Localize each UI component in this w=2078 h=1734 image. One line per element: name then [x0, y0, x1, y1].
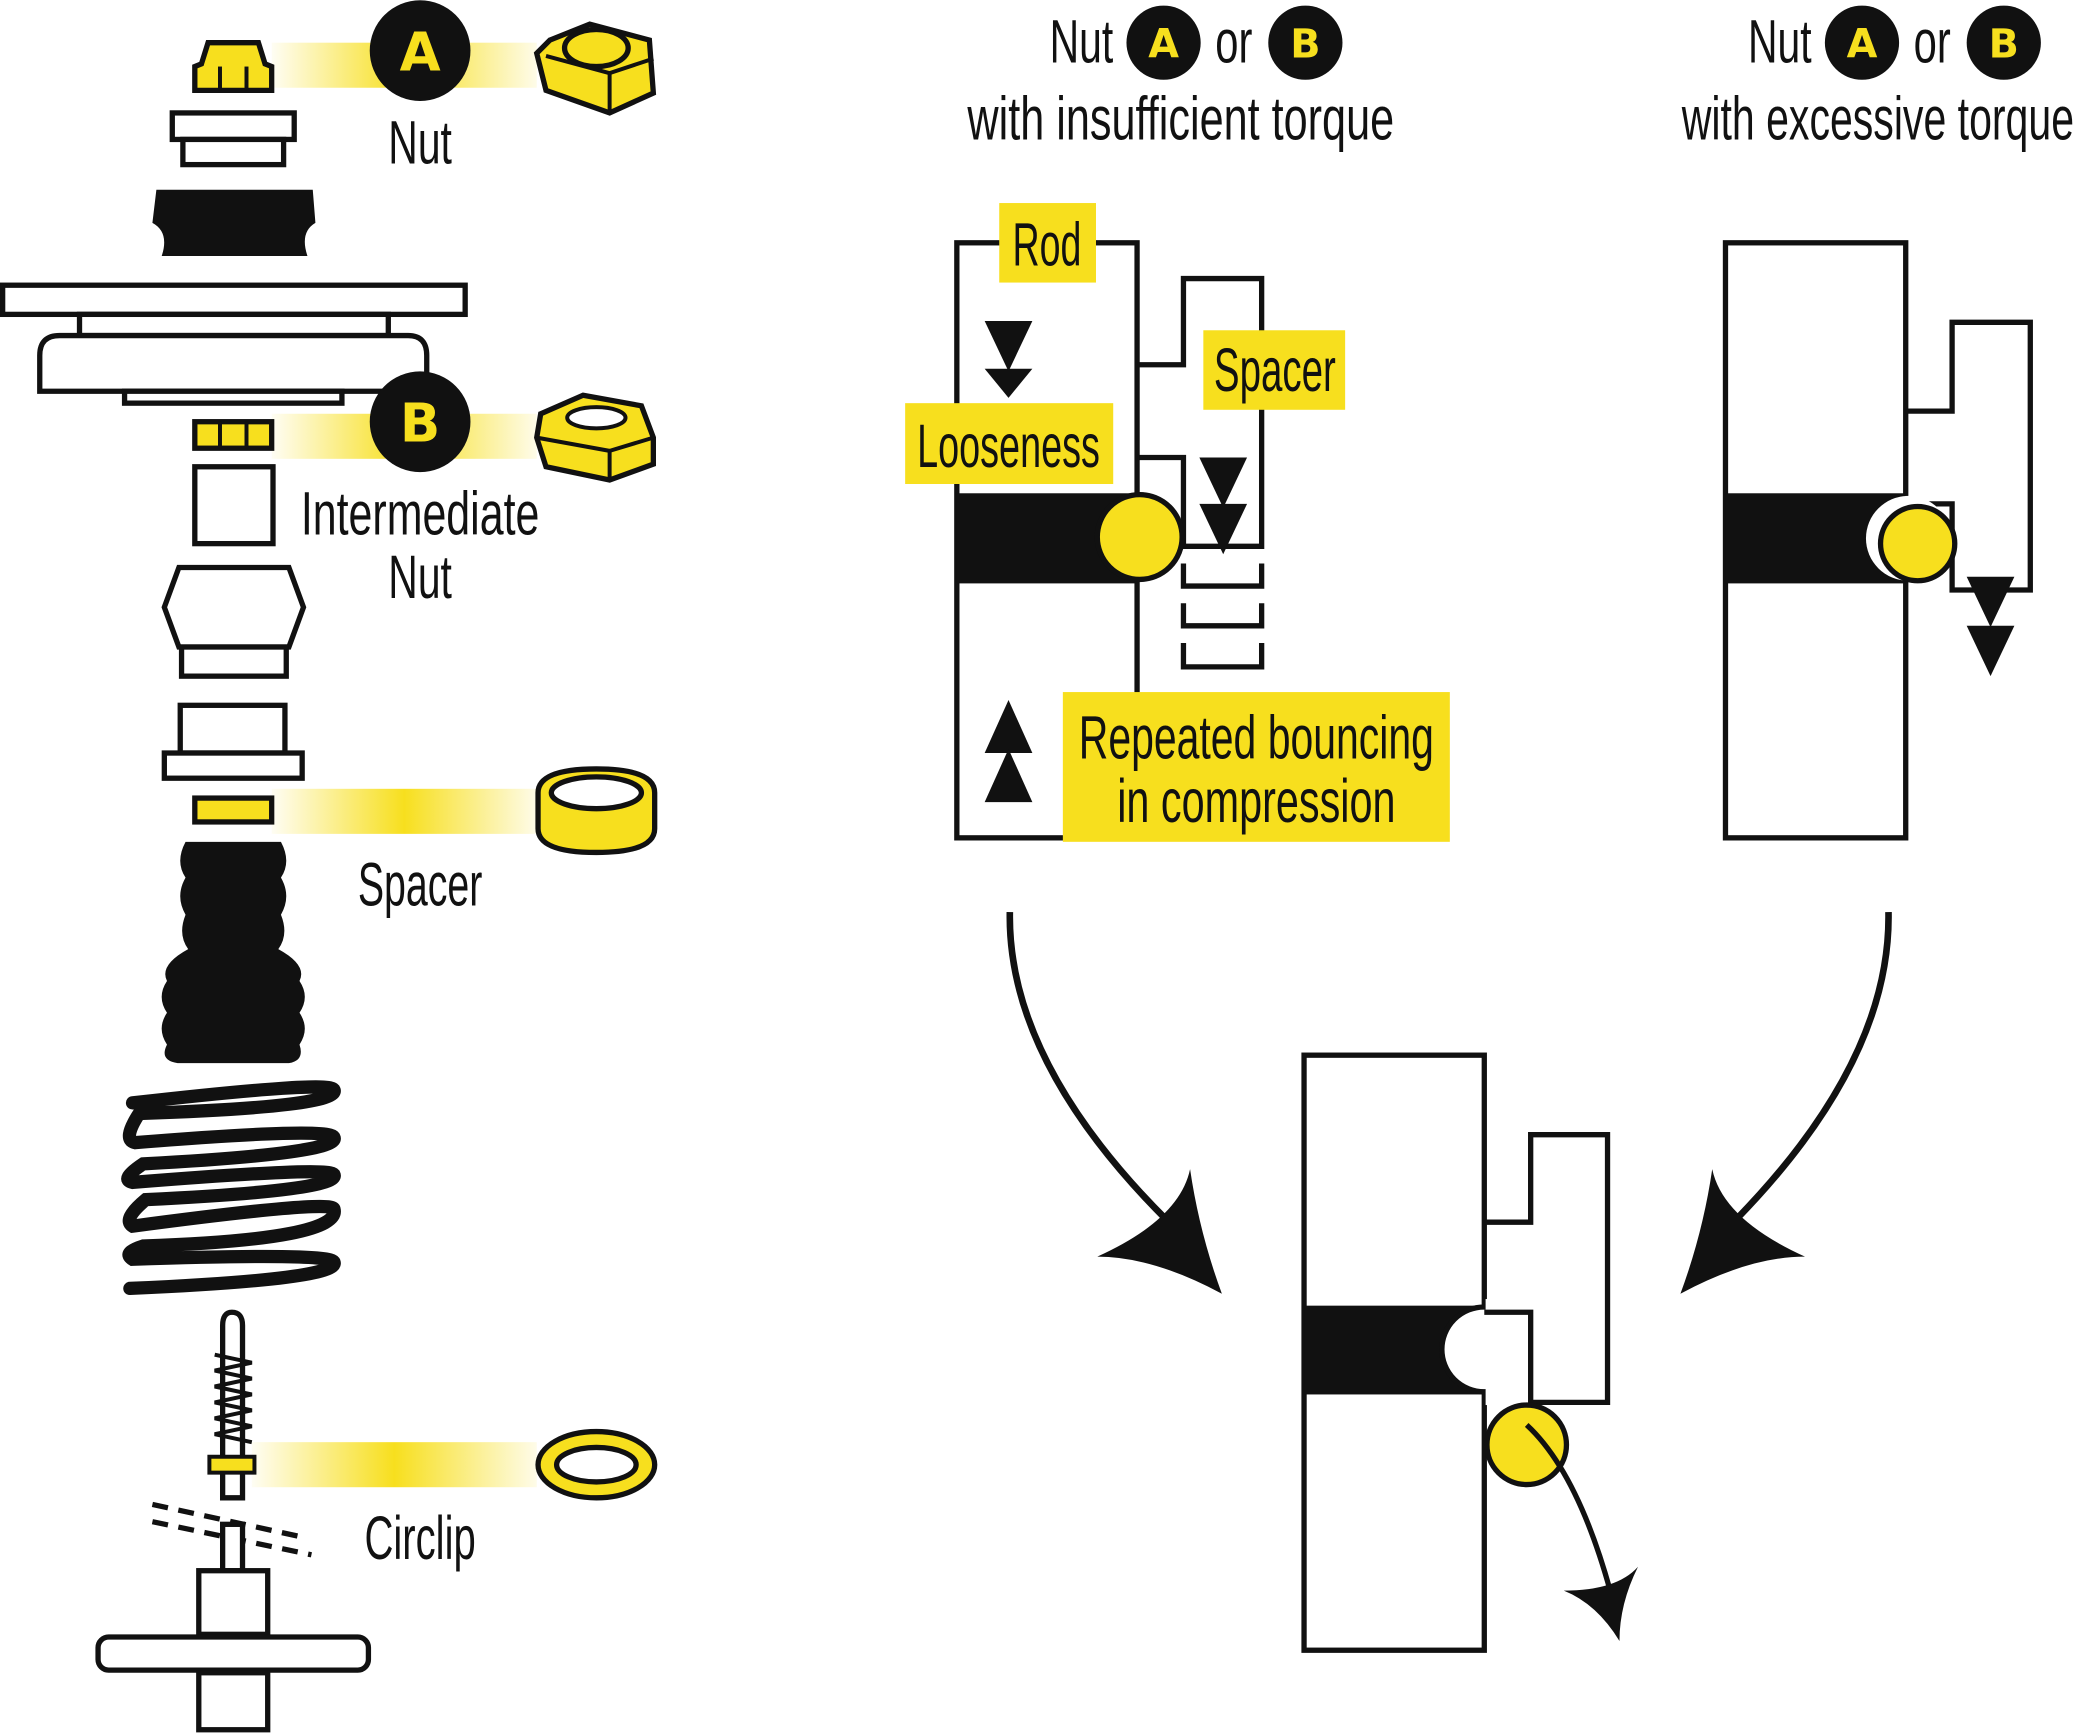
insufficient-subtitle: with insufficient torque [967, 84, 1394, 152]
circlip-label: Circlip [364, 1504, 475, 1572]
bouncing-label-box [1062, 692, 1450, 842]
svg-text:B: B [400, 393, 440, 455]
spacer-down-arrows-icon [1199, 457, 1248, 555]
spacer-ring-icon [535, 766, 658, 856]
circlip-ring-icon [535, 1428, 658, 1501]
callout-bar-spacer [271, 788, 537, 834]
spacer-down-arrows-icon-excessive [1966, 576, 2015, 677]
exploded-assembly: A B Nut Intermediate [0, 0, 658, 1733]
spacer-outline-excessive [1905, 319, 2033, 593]
insufficient-badge-a: A [1148, 21, 1179, 67]
circlip-ball [1094, 491, 1185, 583]
curved-arrow-right-head [1680, 1169, 1805, 1294]
shock-rod-part [95, 1309, 372, 1733]
spacer-callout-label: Spacer [1214, 336, 1336, 404]
insufficient-badge-b: B [1290, 21, 1320, 67]
top-nut-part [192, 40, 275, 94]
excessive-badge-a: A [1847, 21, 1878, 67]
hex-nut-icon [534, 392, 657, 483]
spacer-label: Spacer [358, 850, 483, 918]
excessive-title-nut: Nut [1748, 8, 1812, 76]
spacer-bounce-dashes [1180, 563, 1265, 670]
bump-stop-part [161, 564, 307, 679]
washer-part [169, 110, 297, 143]
insufficient-torque-diagram: Nut A or B with insufficient torque [954, 5, 1394, 841]
sleeve-part [192, 464, 276, 547]
failure-result-diagram [1301, 1052, 1639, 1653]
looseness-arrows-icon [984, 320, 1033, 398]
nut-label: Nut [388, 108, 452, 176]
curved-arrow-right [1733, 912, 1892, 1222]
spacer-part [192, 795, 275, 825]
intermediate-nut-part [192, 419, 275, 451]
spacer-outline [1137, 275, 1265, 549]
bellows-boot-part [161, 841, 305, 1064]
spacer-label-box [1203, 330, 1346, 410]
svg-text:A: A [400, 22, 441, 84]
circlip-part [207, 1454, 257, 1475]
intermediate-nut-label: Nut [388, 543, 452, 611]
bounce-up-arrows-icon [984, 700, 1033, 803]
looseness-label: Looseness [917, 412, 1100, 480]
popout-arrow-head [1563, 1566, 1639, 1641]
rubber-mount-part [152, 189, 316, 257]
badge-b: B [369, 371, 471, 473]
circlip-ball-result [1484, 1402, 1570, 1488]
insufficient-title-or: or [1215, 8, 1252, 76]
dust-cap-part [161, 702, 305, 781]
bouncing-label-line2: in compression [1117, 767, 1395, 835]
intermediate-label: Intermediate [301, 479, 540, 547]
curved-arrow-left-head [1097, 1169, 1222, 1294]
insufficient-title-nut: Nut [1050, 8, 1114, 76]
excessive-badge-b: B [1989, 21, 2019, 67]
insufficient-torque-labels: Rod Spacer Looseness Repeated bouncing i… [905, 203, 1450, 842]
rod-label: Rod [1012, 210, 1081, 278]
excessive-title-or: or [1914, 8, 1951, 76]
bouncing-label-line1: Repeated bouncing [1079, 703, 1434, 771]
excessive-torque-diagram: Nut A or B with excessive torque [1681, 5, 2074, 841]
badge-a: A [369, 0, 471, 102]
callout-bar-circlip [251, 1442, 537, 1488]
rod-label-box [999, 203, 1096, 283]
spacer-outline-result [1484, 1132, 1611, 1406]
curved-arrow-left [1006, 912, 1169, 1222]
excessive-subtitle: with excessive torque [1681, 84, 2074, 152]
cap-nut-icon [533, 21, 657, 116]
coil-spring-part [121, 1080, 341, 1296]
looseness-label-box [905, 403, 1114, 485]
popout-arrow [1524, 1422, 1613, 1592]
circlip-ball-excessive [1877, 503, 1958, 584]
washer-collar-part [180, 136, 287, 168]
